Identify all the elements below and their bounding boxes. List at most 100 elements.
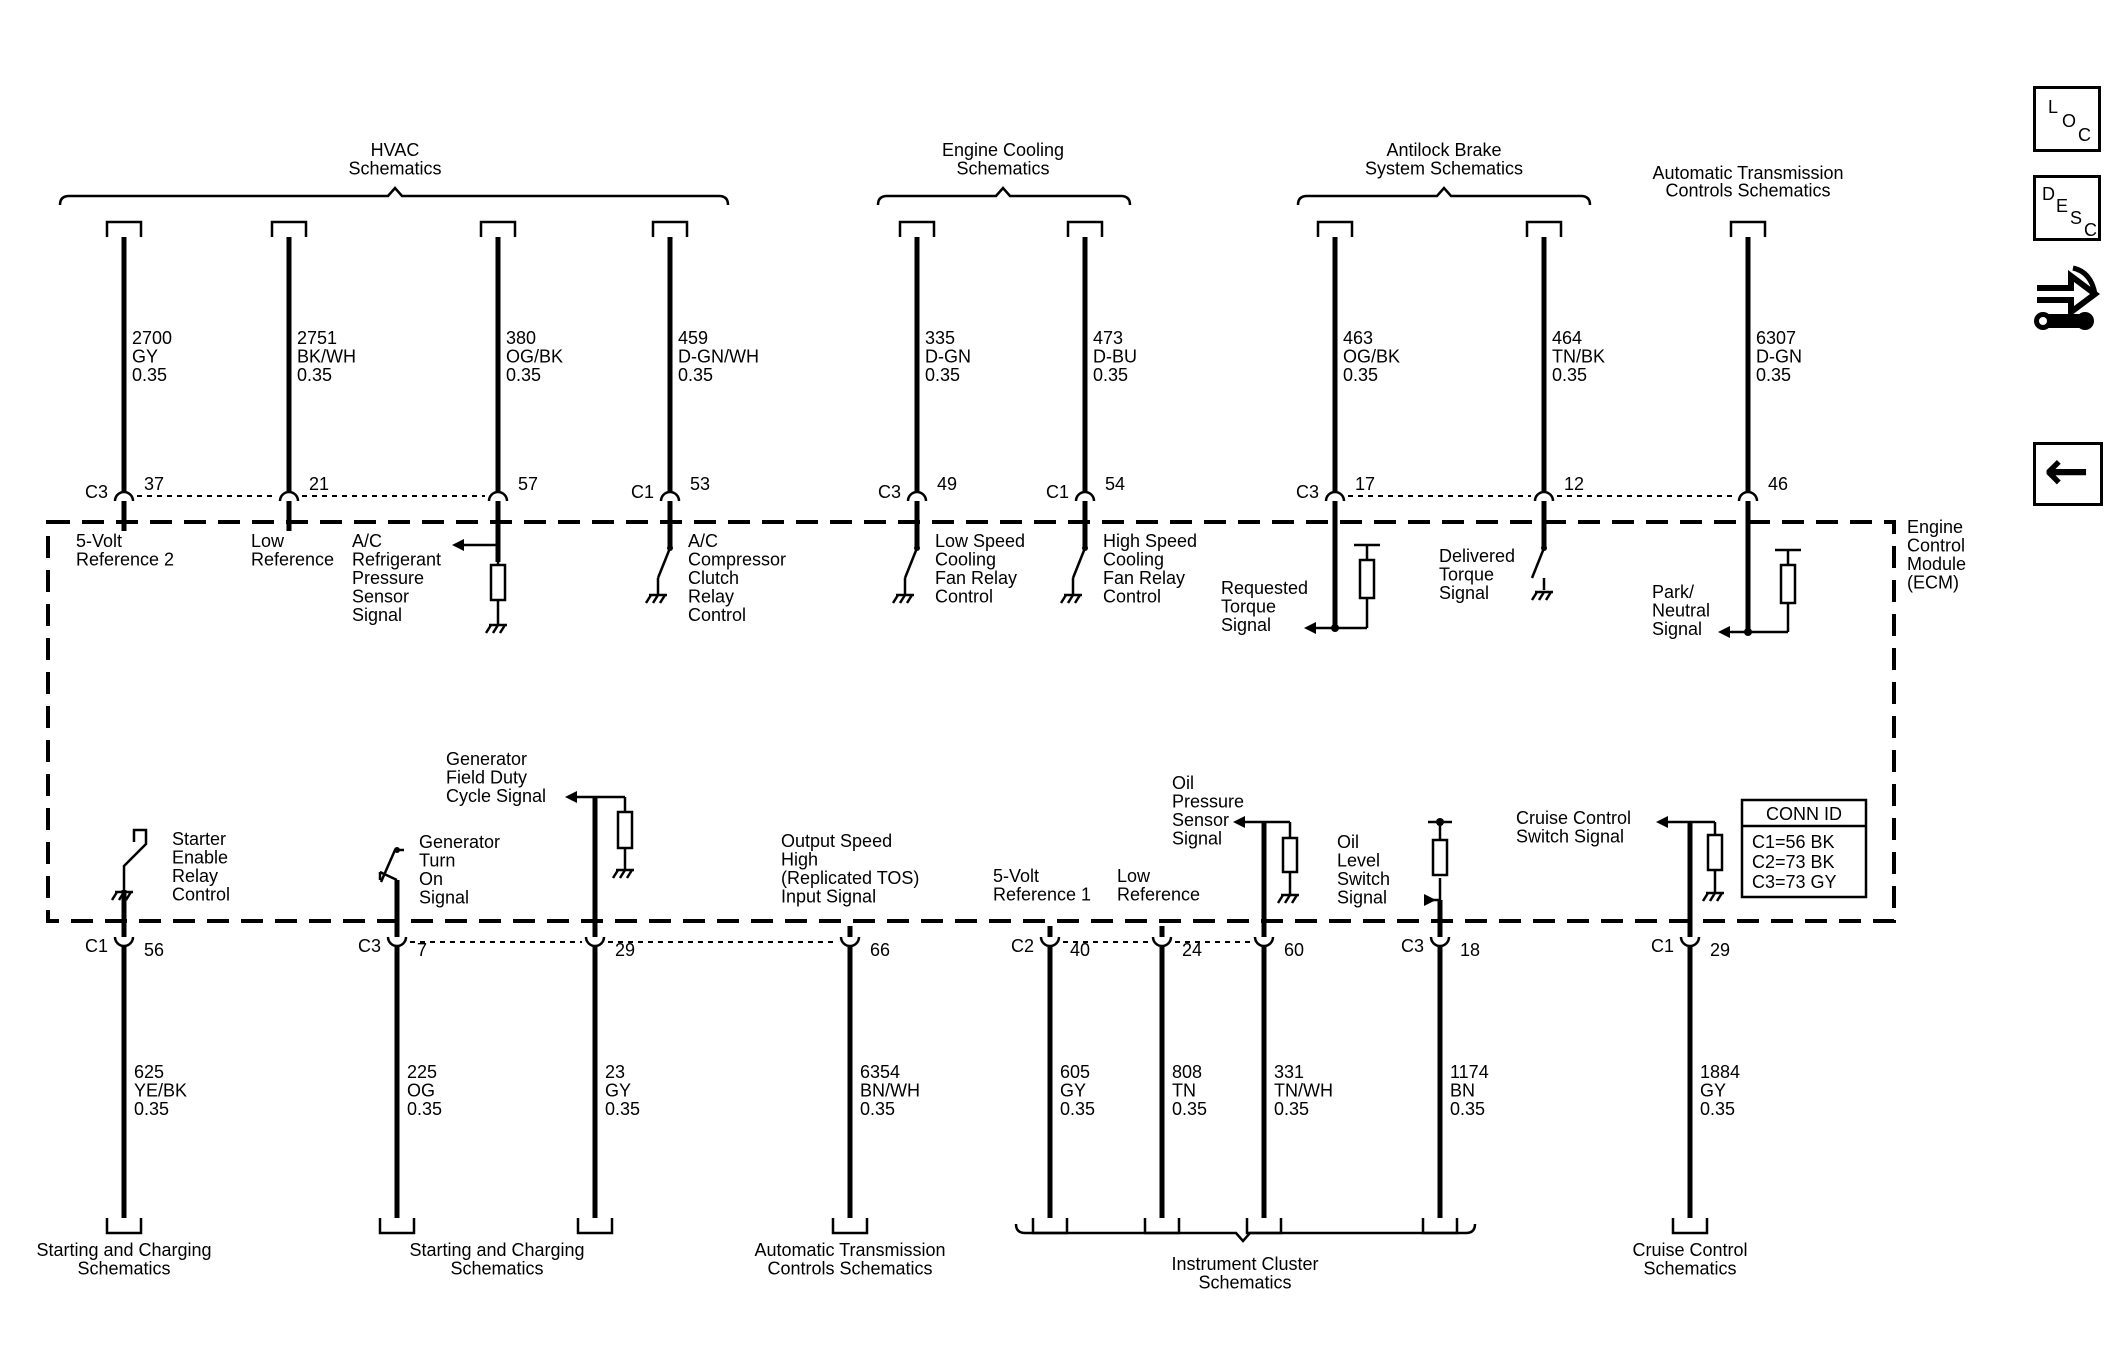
terminal-connector: [105, 1218, 143, 1235]
pin-number: 40: [1070, 940, 1090, 960]
conn-id-line: C1=56 BK: [1752, 832, 1835, 852]
signal-label: Pressure: [1172, 792, 1244, 812]
ground-symbol: [1290, 894, 1299, 904]
ground-symbol: [658, 594, 667, 604]
wire-label: 0.35: [407, 1099, 442, 1119]
bottom-group-label: Schematics: [77, 1259, 170, 1279]
signal-label: 5-Volt: [993, 866, 1039, 886]
wire-label: 0.35: [860, 1099, 895, 1119]
signal-label: Reference: [1117, 885, 1200, 905]
ground-symbol: [651, 594, 660, 604]
signal-label: Level: [1337, 851, 1380, 871]
connector-pin: [1429, 936, 1451, 948]
signal-label: Reference 1: [993, 885, 1091, 905]
conn-id-title: CONN ID: [1766, 804, 1842, 824]
loc-button[interactable]: L O C: [2033, 86, 2101, 152]
connector-id: C3: [1296, 482, 1319, 502]
pin-number: 56: [144, 940, 164, 960]
wire-label: 0.35: [1756, 365, 1791, 385]
signal-label: Switch Signal: [1516, 827, 1624, 847]
top-group-label: Schematics: [956, 159, 1049, 179]
connector-id: C1: [1651, 936, 1674, 956]
wire-label: GY: [1060, 1081, 1086, 1101]
connector-pin: [906, 490, 928, 502]
pin-number: 29: [1710, 940, 1730, 960]
bottom-group-label: Starting and Charging: [36, 1240, 211, 1260]
signal-label: Starter: [172, 829, 226, 849]
ground-symbol: [1073, 594, 1082, 604]
ecm-module-label: (ECM): [1907, 573, 1959, 593]
connector-pin: [113, 490, 135, 502]
wire-label: 335: [925, 328, 955, 348]
signal-label: Park/: [1652, 582, 1694, 602]
terminal-connector: [1066, 220, 1104, 237]
bottom-group-label: Cruise Control: [1632, 1240, 1747, 1260]
wire-label: BN/WH: [860, 1081, 920, 1101]
desc-letter-s: S: [2070, 208, 2083, 228]
ground-symbol: [117, 891, 126, 901]
ground-symbol: [1066, 594, 1075, 604]
wire-label: GY: [605, 1081, 631, 1101]
bottom-group-label: Automatic Transmission: [754, 1240, 945, 1260]
resistor: [616, 810, 634, 850]
signal-label: Signal: [352, 605, 402, 625]
signal-label: Refrigerant: [352, 550, 441, 570]
connector-pin: [487, 490, 509, 502]
ground-symbol: [625, 869, 634, 879]
wire-label: 0.35: [678, 365, 713, 385]
wire-label: BN: [1450, 1081, 1475, 1101]
top-group-label: Automatic Transmission: [1652, 163, 1843, 183]
wire-label: BK/WH: [297, 347, 356, 367]
ground-symbol: [905, 594, 914, 604]
top-group-label: Schematics: [348, 159, 441, 179]
connector-view-button[interactable]: [2033, 262, 2103, 342]
ground-symbol: [644, 594, 653, 604]
junction-dot: [1331, 624, 1339, 632]
resistor: [1281, 836, 1299, 874]
ground-symbol: [1708, 892, 1717, 902]
signal-label: Relay: [172, 866, 218, 886]
signal-label: Signal: [1439, 583, 1489, 603]
wire-label: TN: [1172, 1081, 1196, 1101]
signal-label: Low Speed: [935, 531, 1025, 551]
switch-blade: [656, 547, 672, 579]
back-button[interactable]: ←: [2033, 439, 2103, 506]
terminal-connector: [105, 220, 143, 237]
signal-label: Output Speed: [781, 831, 892, 851]
internal-components: [110, 539, 1801, 906]
ground-symbol: [1059, 594, 1068, 604]
connector-pin: [113, 936, 135, 948]
signal-arrow: [1424, 894, 1436, 906]
terminal-connector: [1525, 220, 1563, 237]
ground-symbol: [1283, 894, 1292, 904]
desc-letter-c: C: [2084, 220, 2097, 240]
signal-label: 5-Volt: [76, 531, 122, 551]
terminal-connector: [1316, 220, 1354, 237]
wire-label: YE/BK: [134, 1081, 187, 1101]
wire-label: 0.35: [1093, 365, 1128, 385]
wire-label: 6354: [860, 1062, 900, 1082]
wire-label: 464: [1552, 328, 1582, 348]
bottom-group-label: Schematics: [1198, 1273, 1291, 1293]
ground-symbol: [484, 624, 493, 634]
signal-label: Relay: [688, 587, 734, 607]
connector-pin: [1737, 490, 1759, 502]
connector-pin: [1253, 936, 1275, 948]
ground-symbol: [1276, 894, 1285, 904]
signal-label: Cooling: [935, 550, 996, 570]
terminal-connector: [831, 1218, 869, 1235]
wire-label: GY: [132, 347, 158, 367]
ground-symbol: [1701, 892, 1710, 902]
bottom-group-label: Schematics: [1643, 1259, 1736, 1279]
signal-label: Signal: [1652, 619, 1702, 639]
ecm-module-label: Module: [1907, 554, 1966, 574]
pin-number: 29: [615, 940, 635, 960]
signal-label: Control: [935, 587, 993, 607]
wire-label: OG/BK: [506, 347, 563, 367]
wire-label: 473: [1093, 328, 1123, 348]
ground-symbol: [110, 891, 119, 901]
signal-arrow: [1718, 626, 1730, 638]
connector-pin: [1679, 936, 1701, 948]
desc-letter-e: E: [2056, 196, 2069, 216]
desc-button[interactable]: D E S C: [2033, 175, 2101, 241]
